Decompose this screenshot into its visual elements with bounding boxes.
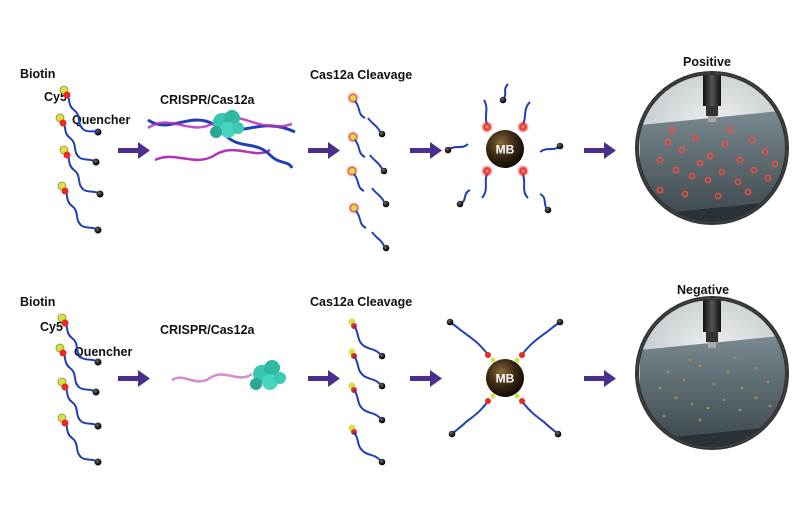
- process-arrow: [308, 142, 340, 159]
- reporter-probe: [57, 181, 102, 234]
- crispr-label: CRISPR/Cas12a: [160, 323, 256, 337]
- cas12a-icon: [210, 110, 244, 138]
- cy5-label: Cy5: [40, 320, 63, 334]
- reporter-probe: [59, 145, 104, 198]
- process-arrow: [118, 142, 150, 159]
- objective-lens-icon: [703, 74, 721, 122]
- row-positive: Biotin Cy5 Quencher CRISPR/Cas12a Cas12a…: [20, 55, 789, 252]
- reporter-probe: [59, 85, 102, 136]
- uncleaved-probes: [348, 318, 386, 466]
- cy5-label: Cy5: [44, 90, 67, 104]
- row-negative: Biotin Cy5 Quencher CRISPR/Cas12a Cas12a…: [20, 283, 789, 466]
- background-spots: [658, 356, 772, 422]
- magnetic-bead-complex: MB: [444, 83, 564, 214]
- quencher-label: Quencher: [74, 345, 132, 359]
- biotin-label: Biotin: [20, 67, 55, 81]
- reporter-probe: [55, 113, 100, 166]
- fluorescent-spots: [656, 126, 779, 200]
- result-label: Positive: [683, 55, 731, 69]
- crispr-label: CRISPR/Cas12a: [160, 93, 256, 107]
- cleaved-probes: [346, 92, 390, 252]
- process-arrow: [410, 142, 442, 159]
- reporter-probes: [55, 85, 104, 234]
- process-arrow: [584, 370, 616, 387]
- fluorescence-view-negative: [635, 296, 789, 450]
- magnetic-bead-icon: [486, 359, 524, 397]
- fluorescence-view-positive: [635, 71, 789, 225]
- magnetic-bead-complex: MB: [446, 318, 564, 438]
- cleavage-label: Cas12a Cleavage: [310, 68, 412, 82]
- crispr-target-complex: [147, 110, 296, 169]
- crispr-complex-no-target: [171, 360, 286, 390]
- quencher-label: Quencher: [72, 113, 130, 127]
- mb-label: MB: [496, 372, 515, 386]
- mb-label: MB: [496, 143, 515, 157]
- cas12a-icon: [250, 360, 286, 390]
- magnetic-bead-icon: [486, 130, 524, 168]
- process-arrow: [584, 142, 616, 159]
- process-arrow: [118, 370, 150, 387]
- process-arrow: [410, 370, 442, 387]
- result-label: Negative: [677, 283, 729, 297]
- objective-lens-icon: [703, 299, 721, 348]
- reporter-probes: [55, 313, 102, 466]
- cleavage-label: Cas12a Cleavage: [310, 295, 412, 309]
- biotin-label: Biotin: [20, 295, 55, 309]
- process-arrow: [308, 370, 340, 387]
